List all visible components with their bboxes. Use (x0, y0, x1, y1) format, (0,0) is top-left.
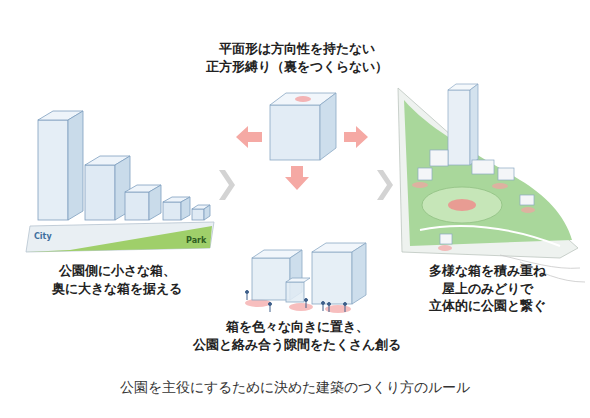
rotated-boxes (245, 243, 366, 313)
park-label: Park (186, 236, 206, 247)
site-plan (398, 84, 585, 282)
city-park-band (26, 222, 214, 252)
rule-text: 多様な箱を積み重ね 屋上のみどりで 立体的に公園と繋ぐ (420, 262, 555, 315)
stepped-boxes (38, 111, 210, 220)
rule-heading: 平面形は方向性を持たない 正方形縛り（裏をつくらない） (195, 40, 400, 75)
rule-text: 公園側に小さな箱、 奥に大きな箱を据える (47, 262, 187, 297)
caption: 公園を主役にするために決めた建築のつくり方のルール (10, 378, 580, 397)
square-cube (270, 93, 336, 160)
city-label: City (34, 232, 52, 243)
chevrons (219, 170, 393, 200)
direction-arrows (236, 126, 368, 190)
rule-text: 箱を色々な向きに置き、 公園と絡み合う隙間をたくさん創る (185, 318, 410, 353)
